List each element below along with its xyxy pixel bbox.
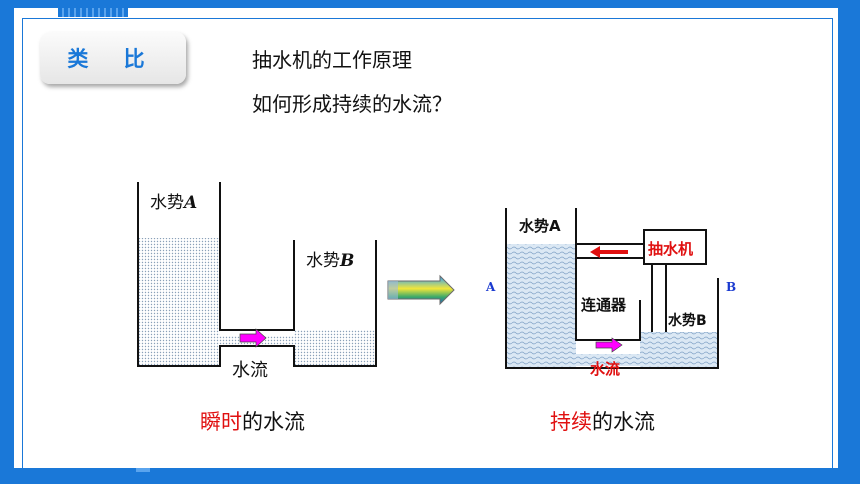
right-label-b: 水势B [668,313,707,329]
left-caption: 瞬时的水流 [200,410,305,434]
left-vessel-inner-outline [219,182,295,331]
top-stripe-decoration [58,8,128,17]
right-vessel-inner-outline [575,208,641,341]
left-diagram [137,182,377,367]
frame-right [838,0,860,484]
slide-question: 如何形成持续的水流？ [252,92,452,116]
right-caption-highlight: 持续 [550,410,592,434]
pump-return-arrow-icon [590,246,628,258]
right-label-a: 水势A [519,217,561,235]
right-pipe-water [576,354,640,366]
pump-label: 抽水机 [648,240,694,258]
frame-left [0,0,14,484]
left-tank-a-water [138,238,220,366]
connector-label: 连通器 [581,296,627,314]
right-tank-a-water [506,244,576,368]
analogy-badge-label: 类 比 [67,47,159,71]
left-tank-b-water [294,330,376,366]
slide-title: 抽水机的工作原理 [252,48,412,72]
right-vessel-outline [505,208,719,369]
right-caption: 持续的水流 [550,410,655,434]
right-diagram [505,208,719,369]
slide-border [22,18,833,470]
left-label-a: 水势A [150,193,198,213]
analogy-badge: 类 比 [40,32,186,84]
right-flow-arrow [595,337,623,353]
left-label-b: 水势B [306,251,355,271]
left-flow-arrow [239,328,267,348]
bottom-decoration [136,468,150,472]
right-tank-b-water [640,332,718,368]
left-caption-highlight: 瞬时 [200,410,242,434]
frame-bottom [0,468,860,484]
frame-top [0,0,860,8]
pump-box [643,229,707,265]
right-side-a: A [486,280,496,294]
left-flow-label: 水流 [232,360,268,381]
right-side-b: B [726,280,737,294]
right-flow-label: 水流 [590,360,621,378]
